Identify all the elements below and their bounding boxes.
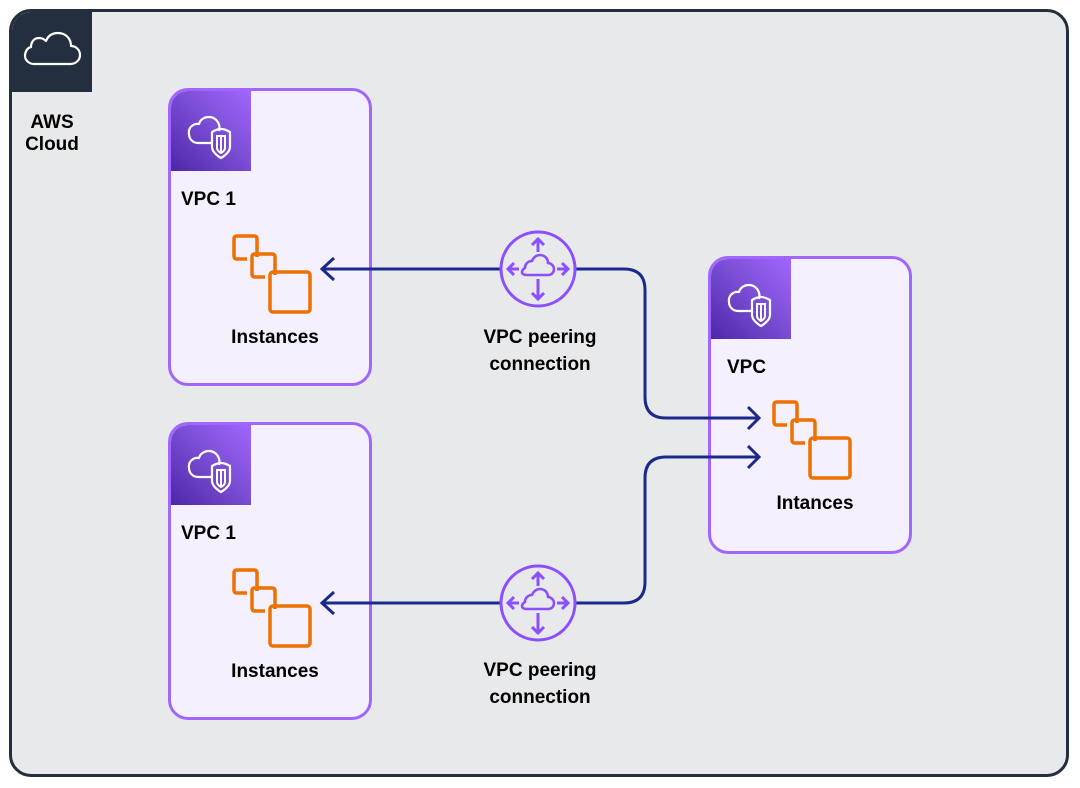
vpc-badge (171, 425, 251, 505)
peering-connection-icon (499, 564, 577, 642)
aws-cloud-badge (12, 12, 92, 92)
peering-label-line2: connection (489, 687, 591, 708)
arrowhead-left-icon (319, 256, 336, 282)
instances-label: Instances (231, 327, 319, 348)
aws-cloud-label: AWS Cloud (16, 112, 88, 156)
arrowhead-right-icon (746, 405, 762, 431)
instances-label: Instances (231, 661, 319, 682)
vpc-group-right: VPC Intances (708, 256, 912, 554)
cloud-icon (23, 31, 82, 66)
connector-top (319, 256, 762, 431)
peering-label-top: VPC peering connection (440, 324, 640, 378)
ec2-instances-icon (232, 234, 312, 314)
vpc-label: VPC (727, 357, 767, 378)
ec2-instances-icon (772, 400, 852, 480)
vpc-group-bottom-left: VPC 1 Instances (168, 422, 372, 720)
arrowhead-left-icon (319, 590, 336, 616)
aws-cloud-label-line1: AWS (30, 112, 74, 133)
peering-label-line2: connection (489, 354, 591, 375)
vpc-group-top-left: VPC 1 Instances (168, 88, 372, 386)
connector-bottom (319, 444, 762, 616)
connector-top-right-segment (575, 267, 758, 420)
peering-connection-icon (499, 230, 577, 308)
vpc-label: VPC 1 (181, 189, 236, 210)
connector-bottom-right-segment (575, 455, 758, 605)
peering-label-line1: VPC peering (483, 327, 597, 348)
vpc-badge (711, 259, 791, 339)
vpc-shield-cloud-icon (187, 115, 232, 160)
vpc-label: VPC 1 (181, 523, 236, 544)
peering-label-bottom: VPC peering connection (440, 657, 640, 711)
vpc-shield-cloud-icon (727, 283, 772, 328)
arrowhead-right-icon (746, 444, 762, 470)
peering-label-line1: VPC peering (483, 660, 597, 681)
instances-label: Intances (776, 493, 854, 514)
vpc-shield-cloud-icon (187, 449, 232, 494)
aws-cloud-label-line2: Cloud (25, 134, 79, 155)
vpc-badge (171, 91, 251, 171)
ec2-instances-icon (232, 568, 312, 648)
